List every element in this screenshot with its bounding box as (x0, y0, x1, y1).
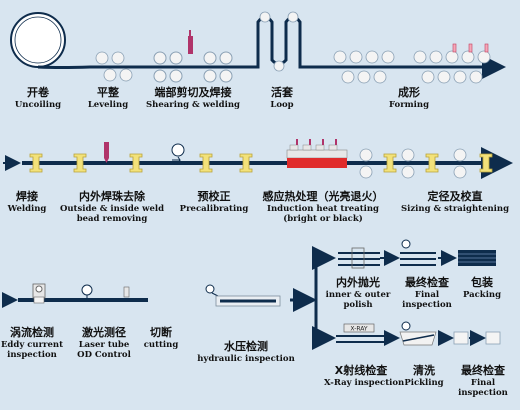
label-induction: 感应热处理（光亮退火）Induction heat treating(brigh… (262, 190, 384, 225)
final-inspection-2 (453, 330, 501, 346)
polish-unit (338, 247, 380, 269)
bead-removal-tool (104, 142, 109, 163)
induction-heater (286, 139, 348, 168)
xray-box-text: X-RAY (350, 326, 368, 333)
sizing-rollers (359, 148, 467, 179)
weld-squeeze-rollers (29, 153, 493, 173)
strip-line-row1 (37, 65, 255, 69)
loop-accumulator (250, 15, 310, 69)
uncoiler-coil (10, 12, 66, 68)
xray-unit: X-RAY (336, 323, 384, 343)
forming-rollers (333, 50, 491, 84)
packing-bundle (458, 250, 496, 266)
leveling-rollers (95, 51, 133, 82)
final-inspection-1 (400, 239, 436, 266)
eddy-current-tester (32, 283, 46, 304)
shearing-welding-unit (153, 30, 233, 83)
pickling-tank (399, 321, 437, 346)
cutting-saw (123, 286, 130, 298)
laser-od-gauge (81, 284, 93, 300)
hydraulic-tester (205, 284, 281, 307)
precalibrating-gauge (171, 143, 185, 164)
